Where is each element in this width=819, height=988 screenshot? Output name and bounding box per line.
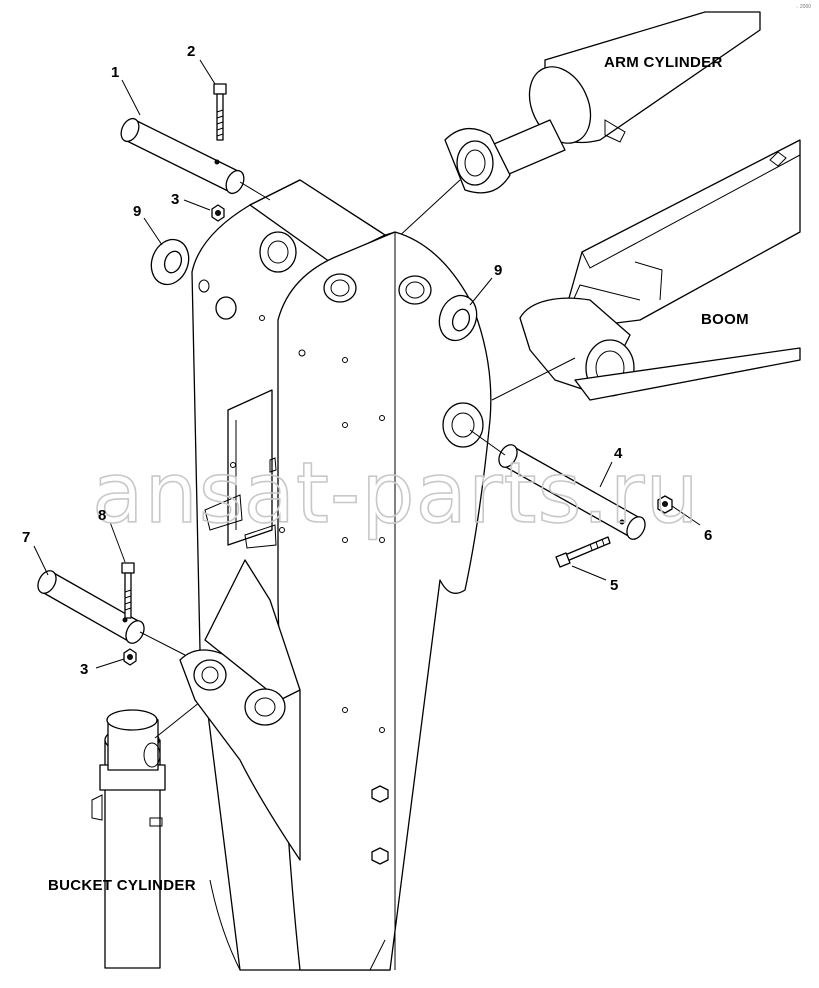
callout-7: 7: [22, 529, 30, 546]
arm-cylinder-label: ARM CYLINDER: [604, 54, 723, 71]
callout-9-right: 9: [494, 262, 502, 279]
nut-3-bottom: [123, 648, 137, 666]
callout-8: 8: [98, 507, 106, 524]
callout-leaders: [33, 59, 701, 669]
watermark-text: ansat-parts.ru: [92, 444, 700, 542]
bolt-8: [121, 562, 135, 619]
corner-mark: ⸜ 2000: [796, 4, 811, 10]
arm: [179, 179, 492, 971]
boom: [491, 139, 801, 401]
nut-3-top: [211, 204, 225, 222]
nut-6: [657, 495, 673, 514]
bolt-2: [213, 83, 227, 141]
arm-cylinder: [394, 11, 761, 241]
washer-9-right: [438, 294, 478, 342]
callout-3-bottom: 3: [80, 661, 88, 678]
washer-9-left: [150, 238, 190, 286]
pin-1: [120, 117, 271, 201]
pin-7: [37, 570, 186, 656]
callout-1: 1: [111, 64, 119, 81]
callout-9-left: 9: [133, 203, 141, 220]
bolt-5: [555, 536, 611, 568]
callout-4: 4: [614, 445, 623, 462]
callout-5: 5: [610, 577, 618, 594]
callout-2: 2: [187, 43, 195, 60]
bucket-cylinder: [91, 689, 216, 969]
boom-label: BOOM: [701, 311, 749, 328]
callout-3-top: 3: [171, 191, 179, 208]
callout-6: 6: [704, 527, 712, 544]
pin-4: [469, 429, 646, 540]
bucket-cylinder-label: BUCKET CYLINDER: [48, 877, 196, 894]
